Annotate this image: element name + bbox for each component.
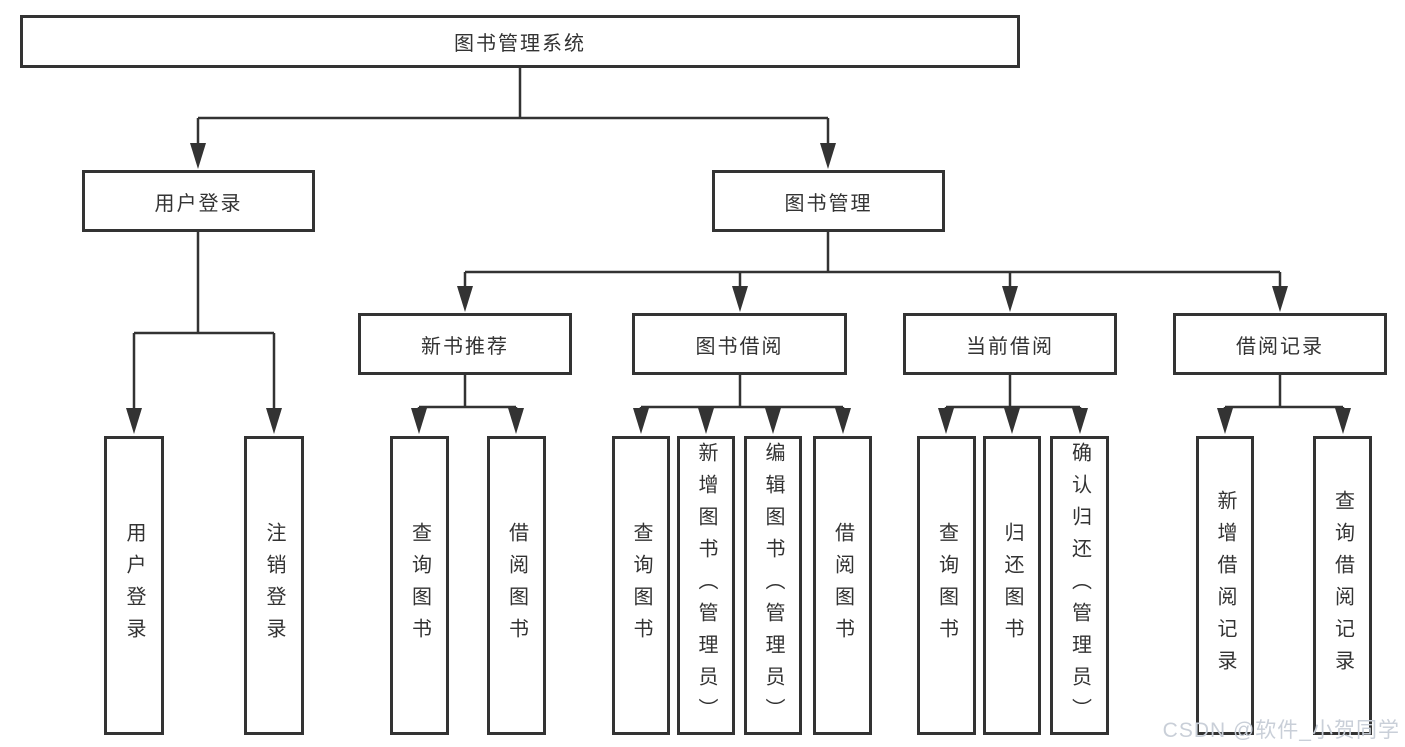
leaf-add-borrow-record: 新增借阅记录 <box>1196 436 1254 735</box>
leaf-add-book-admin: 新增图书（管理员） <box>677 436 735 735</box>
arrow-down-icon <box>411 408 427 434</box>
arrow-down-icon <box>765 408 781 434</box>
leaf-query-books-borrow: 查询图书 <box>612 436 670 735</box>
node-label: 注销登录 <box>263 521 285 650</box>
node-label: 查询图书 <box>935 521 958 650</box>
node-label: 借阅图书 <box>505 521 528 650</box>
node-label: 归还图书 <box>1001 521 1023 650</box>
node-current-borrow: 当前借阅 <box>903 313 1117 375</box>
node-label: 借阅图书 <box>831 521 854 650</box>
leaf-query-books-recommend: 查询图书 <box>390 436 449 735</box>
node-label: 图书借阅 <box>695 335 784 358</box>
connector-book-borrow-to-leaves <box>639 375 845 412</box>
node-label: 查询借阅记录 <box>1331 489 1354 682</box>
node-user-login: 用户登录 <box>82 170 315 232</box>
arrow-down-icon <box>1217 408 1233 434</box>
node-label: 新增图书（管理员） <box>695 441 717 730</box>
arrow-down-icon <box>820 143 836 169</box>
node-label: 查询图书 <box>630 521 652 650</box>
arrow-down-icon <box>190 143 206 169</box>
connector-user-login-to-leaves <box>132 232 276 412</box>
leaf-edit-book-admin: 编辑图书（管理员） <box>744 436 802 735</box>
leaf-logout: 注销登录 <box>244 436 304 735</box>
node-label: 确认归还（管理员） <box>1068 441 1091 730</box>
connector-new-book-to-leaves <box>417 375 518 412</box>
arrow-down-icon <box>126 408 142 434</box>
node-label: 查询图书 <box>408 521 431 650</box>
arrow-down-icon <box>698 408 714 434</box>
node-label: 新增借阅记录 <box>1214 489 1236 682</box>
arrow-down-icon <box>1072 408 1088 434</box>
leaf-query-borrow-record: 查询借阅记录 <box>1313 436 1372 735</box>
node-book-management: 图书管理 <box>712 170 945 232</box>
node-borrow-records: 借阅记录 <box>1173 313 1387 375</box>
node-label: 编辑图书（管理员） <box>762 441 784 730</box>
arrow-down-icon <box>1335 408 1351 434</box>
leaf-borrow-books: 借阅图书 <box>813 436 872 735</box>
node-label: 图书管理 <box>784 192 873 215</box>
leaf-user-login: 用户登录 <box>104 436 164 735</box>
arrow-down-icon <box>457 286 473 312</box>
leaf-return-books: 归还图书 <box>983 436 1041 735</box>
arrowheads <box>126 143 1351 434</box>
arrow-down-icon <box>633 408 649 434</box>
csdn-watermark: CSDN @软件_小贺同学 <box>1162 719 1400 742</box>
node-label: 当前借阅 <box>966 335 1054 358</box>
node-book-borrow: 图书借阅 <box>632 313 847 375</box>
connector-root-to-level2 <box>196 68 830 148</box>
arrow-down-icon <box>1002 286 1018 312</box>
node-label: 图书管理系统 <box>454 33 586 55</box>
leaf-borrow-books-recommend: 借阅图书 <box>487 436 546 735</box>
leaf-query-books-current: 查询图书 <box>917 436 976 735</box>
arrow-down-icon <box>732 286 748 312</box>
leaf-confirm-return-admin: 确认归还（管理员） <box>1050 436 1109 735</box>
node-label: 用户登录 <box>123 521 145 650</box>
arrow-down-icon <box>508 408 524 434</box>
arrow-down-icon <box>835 408 851 434</box>
node-label: 新书推荐 <box>421 335 509 358</box>
node-label: 借阅记录 <box>1236 335 1324 358</box>
arrow-down-icon <box>1272 286 1288 312</box>
connector-book-mgmt-to-level3 <box>463 232 1282 290</box>
connector-paths <box>132 68 1345 412</box>
node-new-book-recommend: 新书推荐 <box>358 313 572 375</box>
connector-current-borrow-to-leaves <box>944 375 1082 412</box>
arrow-down-icon <box>1004 408 1020 434</box>
connector-borrow-records-to-leaves <box>1223 375 1345 412</box>
node-root-system: 图书管理系统 <box>20 15 1020 68</box>
arrow-down-icon <box>266 408 282 434</box>
arrow-down-icon <box>938 408 954 434</box>
node-label: 用户登录 <box>154 192 243 215</box>
